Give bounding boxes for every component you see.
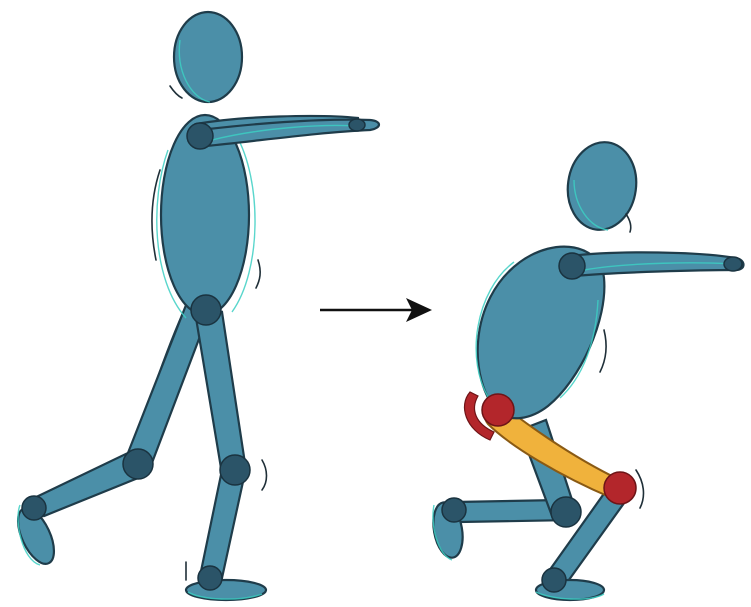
standing-shoulder-joint xyxy=(187,123,213,149)
squat-back-knee-joint xyxy=(551,497,581,527)
standing-front-knee-joint xyxy=(220,455,250,485)
standing-head xyxy=(170,12,242,102)
standing-front-ankle-joint xyxy=(198,566,222,590)
squat-back-leg xyxy=(429,420,576,560)
squat-shoulder-joint xyxy=(559,253,585,279)
standing-front-leg xyxy=(186,312,267,600)
right-arrow-icon xyxy=(320,298,432,322)
standing-back-ankle-joint xyxy=(22,496,46,520)
squat-front-ankle-joint xyxy=(542,568,566,592)
squatting-figure-icon xyxy=(429,138,743,600)
standing-arm xyxy=(196,116,379,146)
squat-arm xyxy=(570,252,744,276)
standing-figure-icon xyxy=(11,12,379,600)
highlighted-knee-joint xyxy=(604,472,636,504)
standing-hip-joint xyxy=(191,295,221,325)
squat-back-ankle-joint xyxy=(442,498,466,522)
highlighted-hip-joint xyxy=(482,394,514,426)
standing-back-leg xyxy=(11,300,210,569)
squat-head xyxy=(562,138,642,235)
standing-back-knee-joint xyxy=(123,449,153,479)
